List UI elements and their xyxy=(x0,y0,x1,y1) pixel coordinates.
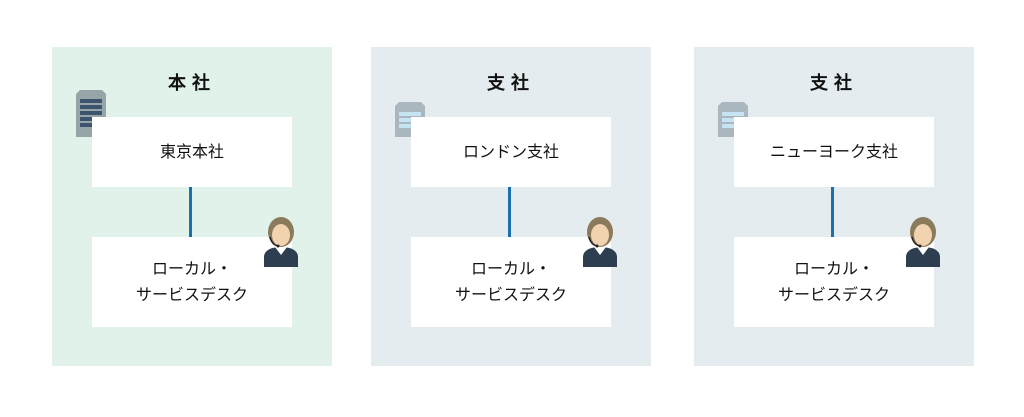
connector-line xyxy=(508,187,511,237)
connector-line xyxy=(189,187,192,237)
office-name: 東京本社 xyxy=(159,142,224,161)
office-name: ニューヨーク支社 xyxy=(769,142,898,161)
panel-headquarters: 本社 東京本社 ローカル・サービスデスク xyxy=(52,47,332,366)
desk-label-line2: サービスデスク xyxy=(454,285,567,304)
support-agent-icon xyxy=(583,217,617,267)
desk-label-line1: ローカル・ xyxy=(151,259,232,278)
office-box: 東京本社 xyxy=(92,117,292,187)
connector-line xyxy=(831,187,834,237)
panel-title: 支社 xyxy=(810,73,858,94)
panel-branch-london: 支社 ロンドン支社 ローカル・サービスデスク xyxy=(371,47,651,366)
support-agent-icon xyxy=(264,217,298,267)
service-desk-box: ローカル・サービスデスク xyxy=(411,237,611,327)
support-agent-icon xyxy=(906,217,940,267)
panel-title: 本社 xyxy=(168,73,216,94)
desk-label-line1: ローカル・ xyxy=(470,259,551,278)
panel-title: 支社 xyxy=(487,73,535,94)
service-desk-box: ローカル・サービスデスク xyxy=(734,237,934,327)
office-name: ロンドン支社 xyxy=(462,142,559,161)
office-box: ニューヨーク支社 xyxy=(734,117,934,187)
desk-label-line2: サービスデスク xyxy=(135,285,248,304)
office-box: ロンドン支社 xyxy=(411,117,611,187)
desk-label-line1: ローカル・ xyxy=(793,259,874,278)
service-desk-box: ローカル・サービスデスク xyxy=(92,237,292,327)
panel-branch-newyork: 支社 ニューヨーク支社 ローカル・サービスデスク xyxy=(694,47,974,366)
desk-label-line2: サービスデスク xyxy=(777,285,890,304)
